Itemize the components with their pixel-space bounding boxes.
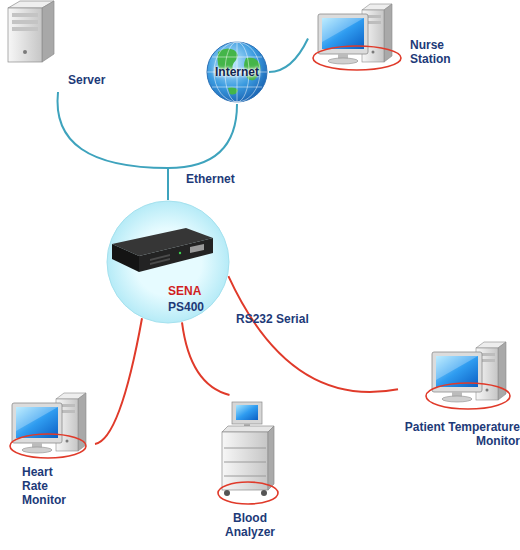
globe-parallel — [212, 57, 262, 58]
cart-drawer — [224, 462, 266, 463]
cart-wheel — [261, 490, 267, 496]
node-label: Patient Temperature Monitor — [398, 420, 520, 448]
cart-body — [222, 432, 268, 490]
node-label: PS400 — [168, 300, 218, 314]
serial-cable — [95, 318, 142, 444]
cart-monitor — [232, 402, 262, 424]
blood-analyzer-node: Blood Analyzer — [205, 395, 295, 545]
globe-land — [228, 87, 238, 94]
status-led — [179, 252, 181, 254]
device-ring — [313, 46, 401, 70]
device-vent — [150, 258, 170, 265]
temperature-computer — [432, 342, 506, 402]
server-top — [8, 1, 54, 8]
node-label: Blood Analyzer — [215, 511, 285, 539]
node-label: Server — [68, 73, 118, 87]
cart-tray — [222, 426, 274, 432]
cart-wheel — [224, 490, 230, 496]
blood-analyzer-cart — [222, 402, 274, 496]
ethernet-cable — [269, 39, 308, 73]
server-front — [8, 8, 42, 62]
device-ring — [10, 434, 86, 458]
server-icon — [8, 1, 54, 62]
serial-port — [190, 244, 204, 253]
gateway-circle: SENA PS400 — [106, 200, 230, 324]
heart-rate-node: Heart Rate Monitor — [0, 385, 95, 510]
ethernet-cable — [168, 104, 237, 200]
node-label: Heart Rate Monitor — [22, 465, 78, 507]
server-side — [42, 1, 54, 62]
device-vent — [150, 254, 170, 261]
circle-fill — [107, 201, 229, 323]
connection-label: Ethernet — [186, 172, 235, 186]
server-bay — [12, 27, 38, 31]
node-label: Internet — [205, 65, 269, 79]
cart-screen — [236, 405, 258, 420]
serial-cable — [182, 322, 230, 395]
server-node: Server — [0, 0, 120, 92]
cart-side — [268, 426, 274, 490]
device-ring — [426, 383, 510, 409]
connection-label: RS232 Serial — [236, 312, 309, 326]
internet-node: Internet — [205, 40, 269, 104]
server-bay — [12, 13, 38, 17]
serial-server-device — [112, 228, 213, 272]
server-button — [23, 50, 27, 54]
device-end — [112, 244, 139, 272]
server-bay — [12, 20, 38, 24]
serial-cable — [228, 276, 398, 392]
nurse-station-node: Nurse Station — [308, 0, 508, 72]
cart-arm — [244, 424, 250, 428]
node-label: SENA — [168, 284, 218, 298]
device-top — [112, 228, 213, 256]
device-front — [139, 238, 213, 272]
device-ring — [218, 482, 278, 504]
globe-parallel — [212, 87, 262, 88]
temperature-monitor-node: Patient Temperature Monitor — [398, 340, 520, 455]
ethernet-cable — [57, 92, 168, 200]
cart-drawer — [224, 476, 266, 477]
node-label: Nurse Station — [410, 38, 472, 66]
heart-rate-computer — [12, 393, 86, 453]
cart-drawer — [224, 448, 266, 449]
nurse-station-computer — [318, 4, 392, 64]
